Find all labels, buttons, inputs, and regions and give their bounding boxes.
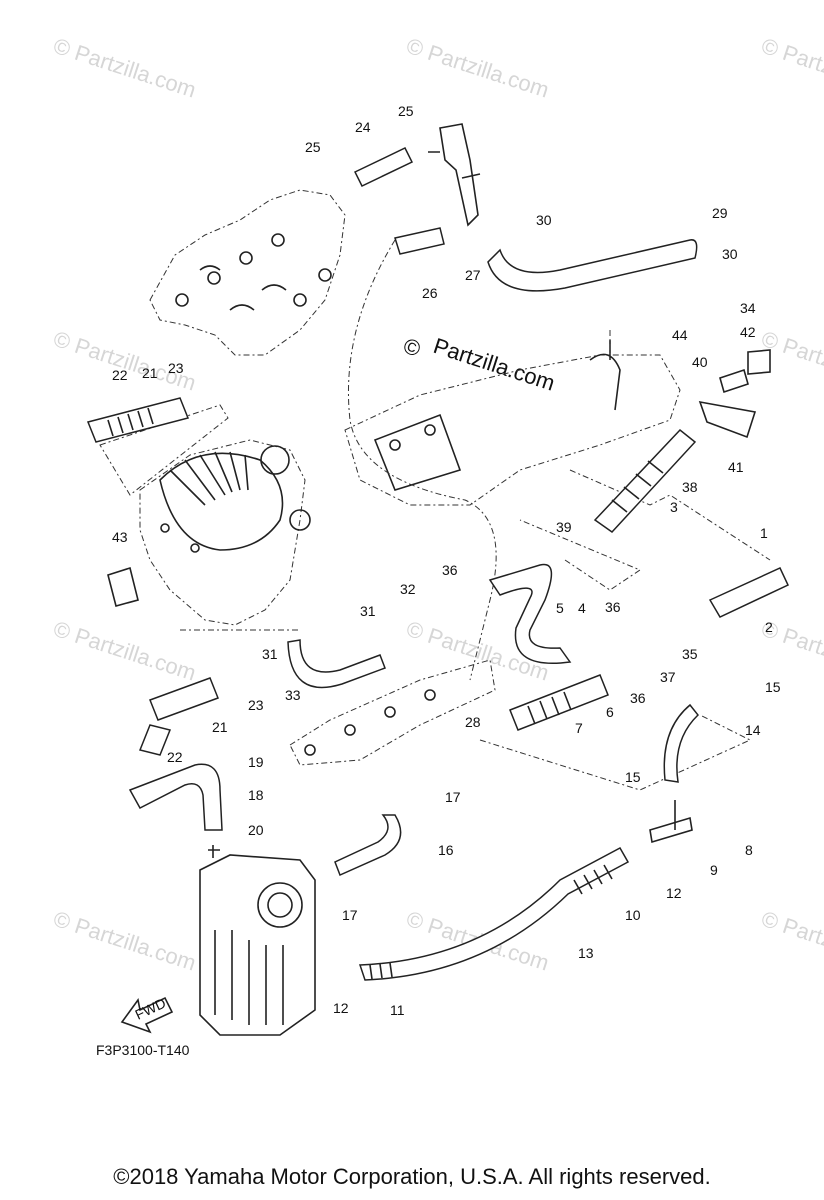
callout-31b: 31: [360, 603, 376, 619]
callout-25a: 25: [305, 139, 321, 155]
callout-41: 41: [728, 459, 744, 475]
fwd-arrow-icon: FWD: [120, 995, 174, 1034]
callout-36c: 36: [630, 690, 646, 706]
callout-4: 4: [578, 600, 586, 616]
callout-16: 16: [438, 842, 454, 858]
callout-6: 6: [606, 704, 614, 720]
callout-39: 39: [556, 519, 572, 535]
watermark-text: © Partzilla.com: [50, 616, 199, 686]
callout-3: 3: [670, 499, 678, 515]
watermark-center-text: Partzilla.com: [430, 333, 557, 396]
callout-5: 5: [556, 600, 564, 616]
callout-21a: 21: [142, 365, 158, 381]
callout-20: 20: [248, 822, 264, 838]
callout-34: 34: [740, 300, 756, 316]
callout-31a: 31: [262, 646, 278, 662]
hoses: [86, 147, 789, 981]
callout-25b: 25: [398, 103, 414, 119]
callout-1: 1: [760, 525, 768, 541]
watermark-text: © Partzilla.com: [403, 33, 552, 103]
callout-15a: 15: [765, 679, 781, 695]
watermark-text: © Partzilla.com: [758, 326, 824, 396]
callout-22a: 22: [112, 367, 128, 383]
callout-9: 9: [710, 862, 718, 878]
callout-27: 27: [465, 267, 481, 283]
callout-35: 35: [682, 646, 698, 662]
breather-bracket: [428, 123, 481, 227]
leader-lines: [99, 239, 771, 791]
callout-13: 13: [578, 945, 594, 961]
callout-12a: 12: [666, 885, 682, 901]
callout-8: 8: [745, 842, 753, 858]
callout-26: 26: [422, 285, 438, 301]
watermark-text: © Partzilla.com: [758, 33, 824, 103]
callout-42: 42: [740, 324, 756, 340]
copyright-notice: ©2018 Yamaha Motor Corporation, U.S.A. A…: [113, 1164, 711, 1189]
callout-33: 33: [285, 687, 301, 703]
callout-17a: 17: [445, 789, 461, 805]
diagram-code: F3P3100-T140: [96, 1042, 190, 1058]
callout-23a: 23: [168, 360, 184, 376]
callout-44: 44: [672, 327, 688, 343]
watermark-text: © Partzilla.com: [50, 33, 199, 103]
callout-32: 32: [400, 581, 416, 597]
watermark-symbol: ©: [400, 333, 423, 362]
callout-14: 14: [745, 722, 761, 738]
callout-7: 7: [575, 720, 583, 736]
watermark-text: © Partzilla.com: [50, 906, 199, 976]
callout-38: 38: [682, 479, 698, 495]
callout-11: 11: [390, 1002, 405, 1018]
callout-40: 40: [692, 354, 708, 370]
parts-diagram: © Partzilla.com © Partzilla.com © Partzi…: [50, 33, 824, 1036]
callout-24: 24: [355, 119, 371, 135]
callout-10: 10: [625, 907, 641, 923]
callout-43: 43: [112, 529, 128, 545]
callout-28: 28: [465, 714, 481, 730]
callout-19: 19: [248, 754, 264, 770]
callout-2: 2: [765, 619, 773, 635]
callout-29: 29: [712, 205, 728, 221]
watermark-layer: © Partzilla.com © Partzilla.com © Partzi…: [50, 33, 824, 976]
callout-15b: 15: [625, 769, 641, 785]
callout-18: 18: [248, 787, 264, 803]
callout-22b: 22: [167, 749, 183, 765]
throttle-body: [199, 845, 316, 1036]
callout-12b: 12: [333, 1000, 349, 1016]
callout-23b: 23: [248, 697, 264, 713]
watermark-text: © Partzilla.com: [758, 906, 824, 976]
callout-36b: 36: [605, 599, 621, 615]
callout-36a: 36: [442, 562, 458, 578]
callout-21b: 21: [212, 719, 228, 735]
intake-manifold: [289, 659, 496, 766]
callout-30b: 30: [722, 246, 738, 262]
exhaust-manifold: [149, 189, 346, 356]
supercharger-housing: [139, 439, 311, 626]
callout-labels: 1 2 3 4 5 6 7 8 9 10 11 12 12 13 14 15 1…: [112, 103, 781, 1018]
callout-30a: 30: [536, 212, 552, 228]
callout-17b: 17: [342, 907, 358, 923]
callout-37: 37: [660, 669, 676, 685]
